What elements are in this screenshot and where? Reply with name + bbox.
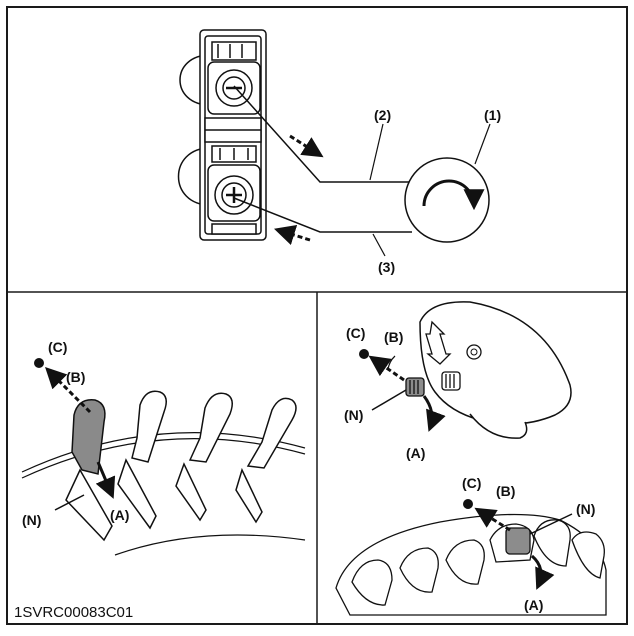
callout-3: (3) [378, 259, 395, 275]
screw-lever-bar [233, 85, 412, 233]
knob-active [489, 523, 535, 563]
dashed-arrow-icon [474, 507, 511, 532]
lever-active [65, 399, 113, 542]
grip-row-panel: (C) (B) (A) (N) [335, 475, 607, 616]
leader-line [474, 123, 491, 165]
lever-neutral [235, 397, 297, 524]
lever-label-a: (A) [110, 507, 129, 523]
screw-icon [466, 344, 482, 360]
joystick-label-n: (N) [344, 407, 363, 423]
grip-rib [351, 519, 605, 606]
grip-label-b: (B) [496, 483, 515, 499]
dashed-arrow-icon [45, 367, 92, 414]
leader-line [372, 233, 386, 257]
joystick-label-a: (A) [406, 445, 425, 461]
knob-active [405, 377, 425, 397]
arrow-a-icon [422, 395, 446, 432]
arrow-a-icon [95, 461, 116, 499]
position-c-dot [463, 499, 473, 509]
lever-panel: (C) (B) (A) (N) [21, 339, 306, 556]
grip-label-c: (C) [462, 475, 481, 491]
joystick-grip [419, 301, 572, 425]
joystick-panel: (C) (B) (A) (N) [344, 301, 572, 461]
leader-line [54, 494, 85, 511]
switch-assembly [177, 29, 267, 241]
dashed-arrow-icon [289, 134, 324, 158]
leader-line [371, 389, 407, 411]
grip-base [469, 413, 528, 439]
lever-label-c: (C) [48, 339, 67, 355]
grip-label-n: (N) [576, 501, 595, 517]
callout-2: (2) [374, 107, 391, 123]
rotation-dial [404, 157, 490, 243]
clockwise-arrow-icon [422, 179, 485, 211]
joystick-label-b: (B) [384, 329, 403, 345]
grip-label-a: (A) [524, 597, 543, 613]
figure-code: 1SVRC00083C01 [14, 604, 133, 621]
leader-line [529, 513, 573, 535]
double-arrow-icon [425, 320, 452, 365]
position-c-dot [359, 349, 369, 359]
knob-neutral [441, 371, 461, 391]
arrow-a-icon [530, 554, 555, 590]
position-c-dot [34, 358, 44, 368]
housing-arc [114, 534, 306, 556]
callout-1: (1) [484, 107, 501, 123]
lever-label-n: (N) [22, 512, 41, 528]
joystick-label-c: (C) [346, 325, 365, 341]
lever-neutral [117, 390, 167, 530]
lever-neutral [175, 392, 233, 522]
lever-label-b: (B) [66, 369, 85, 385]
leader-line [369, 123, 384, 181]
dashed-arrow-icon [273, 224, 311, 246]
